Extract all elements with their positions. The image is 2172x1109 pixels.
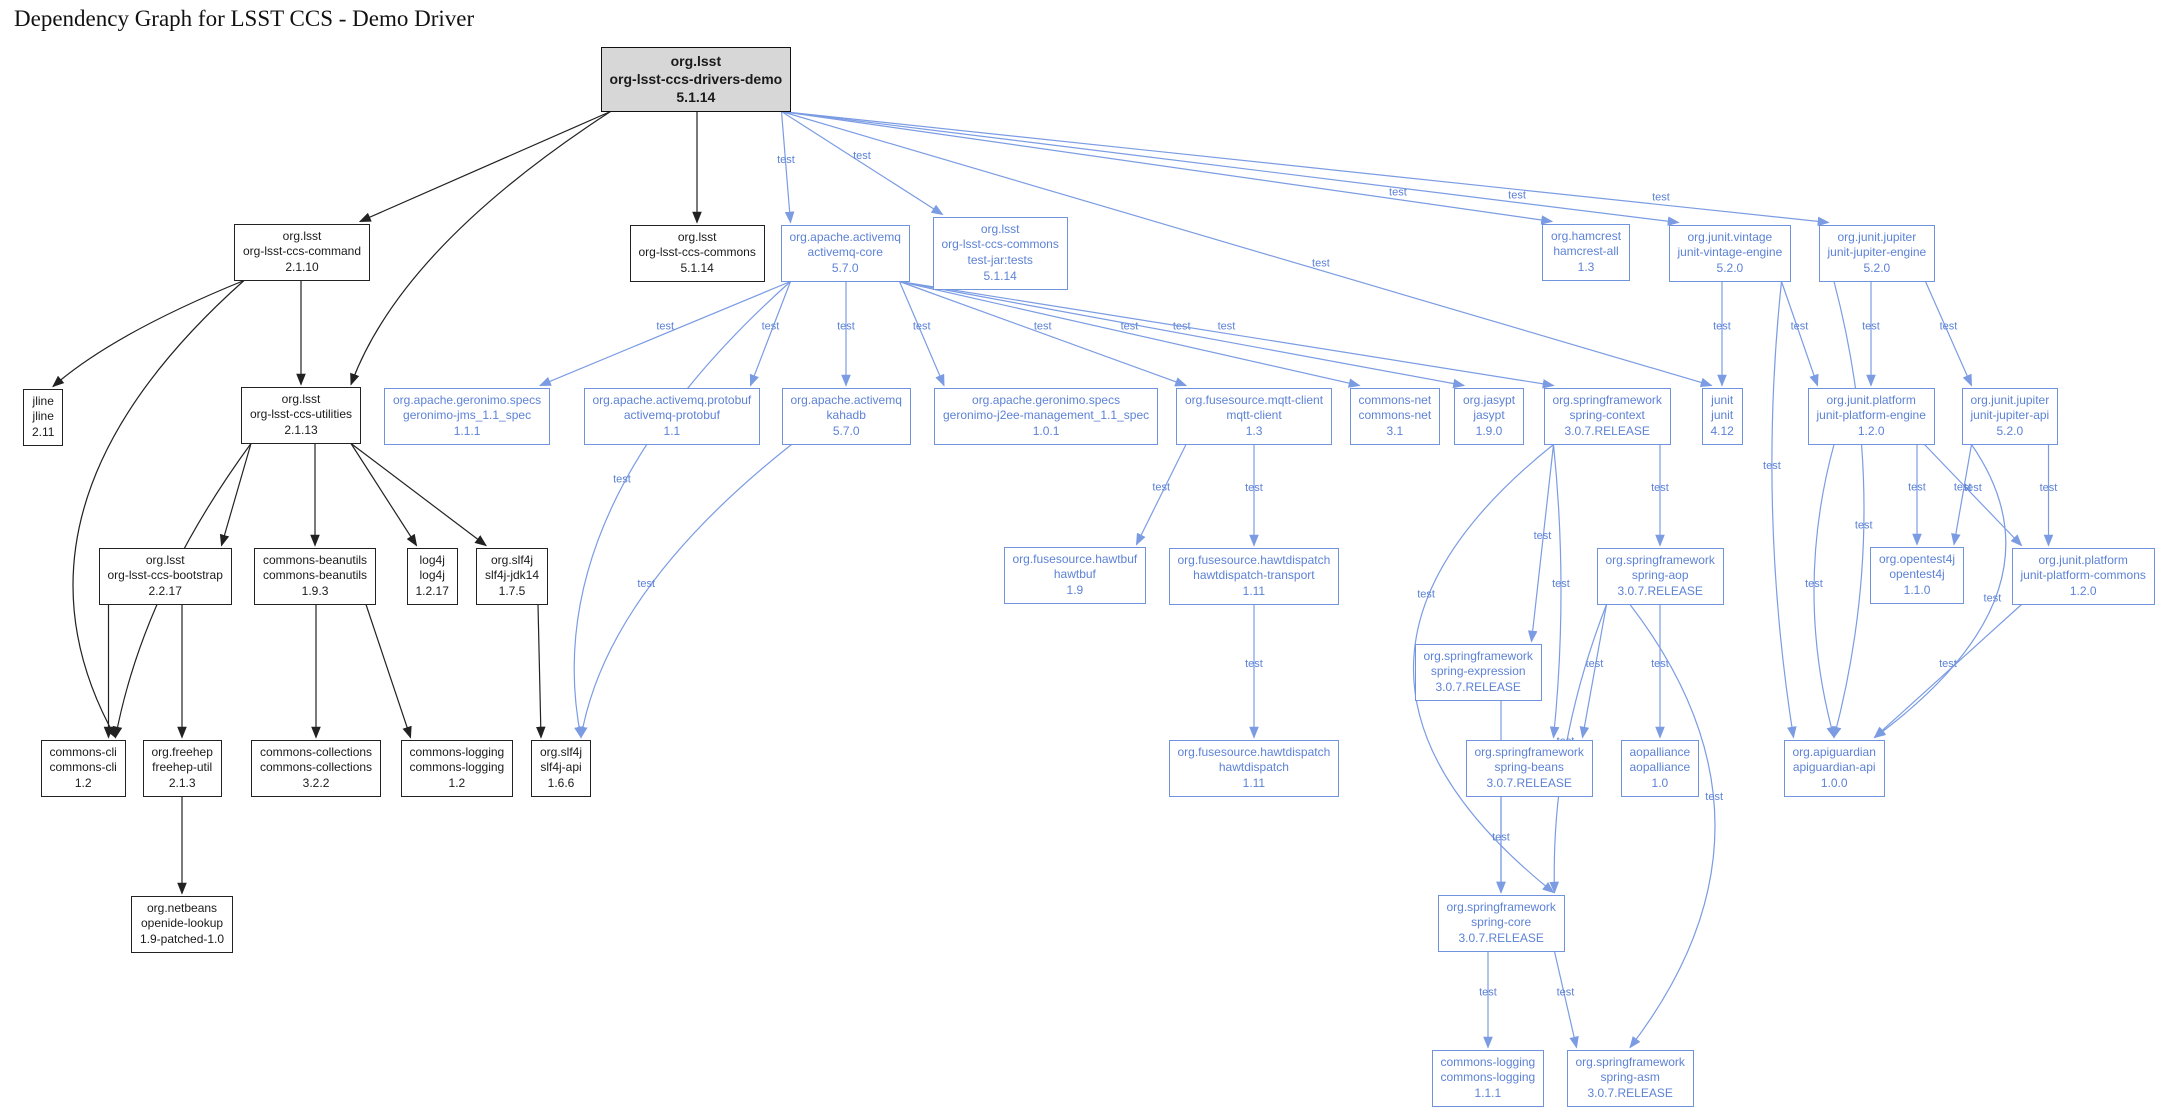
edge-activemq-core-slf4j-api — [573, 281, 791, 739]
edge-scope-label: test — [1964, 482, 1982, 494]
edge-command-jline — [52, 279, 245, 388]
edge-demo-junit — [781, 110, 1713, 388]
edge-utilities-bootstrap — [219, 443, 252, 547]
edge-scope-label: test — [777, 154, 795, 166]
edge-activemq-core-geronimo-j2ee — [898, 281, 945, 387]
edge-vintage-engine-platform-engine — [1780, 281, 1819, 387]
edge-scope-label: test — [913, 321, 931, 333]
edge-activemq-core-jasypt — [899, 280, 1466, 389]
edge-scope-label: test — [1954, 482, 1972, 494]
edge-scope-label: test — [1705, 791, 1723, 803]
edge-activemq-core-activemq-protobuf — [749, 281, 792, 387]
edge-demo-command — [358, 110, 611, 223]
edge-scope-label: test — [1218, 321, 1236, 333]
edge-scope-label: test — [1417, 588, 1435, 600]
edge-platform-engine-apiguardian — [1813, 444, 1836, 739]
edge-scope-label: test — [1862, 321, 1880, 333]
edge-platform-engine-platform-commons — [1924, 444, 2023, 547]
edge-scope-label: test — [1479, 987, 1497, 999]
edge-scope-label: test — [1389, 187, 1407, 199]
edge-scope-label: test — [1855, 519, 1873, 531]
edge-demo-utilities — [350, 110, 611, 386]
edge-scope-label: test — [656, 321, 674, 333]
edge-scope-label: test — [1805, 578, 1823, 590]
edge-activemq-core-mqtt-client — [899, 280, 1188, 387]
edge-scope-label: test — [2040, 482, 2058, 494]
edge-jupiter-engine-apiguardian — [1832, 281, 1865, 739]
edge-demo-activemq-core — [780, 111, 795, 224]
edge-scope-label: test — [1651, 482, 1669, 494]
edge-scope-label: test — [1312, 257, 1330, 269]
edge-mqtt-client-hawtbuf — [1135, 444, 1187, 546]
edge-activemq-core-commons-net — [899, 280, 1361, 388]
edge-spring-core-spring-asm — [1553, 951, 1579, 1049]
edge-jupiter-engine-jupiter-api — [1924, 281, 1973, 387]
graph-title: Dependency Graph for LSST CCS - Demo Dri… — [14, 6, 475, 31]
edge-jupiter-api-opentest4j — [1951, 444, 1973, 546]
edge-spring-context-spring-expression — [1527, 444, 1555, 643]
edge-scope-label: test — [1492, 784, 1510, 796]
edge-scope-label: test — [1652, 192, 1670, 204]
edge-scope-label: test — [1152, 482, 1170, 494]
edge-scope-label: test — [1586, 658, 1604, 670]
edge-scope-label: test — [1492, 832, 1510, 844]
edge-scope-label: test — [1508, 190, 1526, 202]
edge-vintage-engine-apiguardian — [1771, 281, 1797, 739]
edge-scope-label: test — [1245, 482, 1263, 494]
edge-demo-hamcrest — [781, 110, 1554, 225]
edge-platform-commons-apiguardian — [1873, 604, 2022, 739]
edge-scope-label: test — [1940, 321, 1958, 333]
edge-scope-label: test — [1984, 593, 2002, 605]
edge-jupiter-api-apiguardian — [1873, 444, 2007, 739]
edge-scope-label: test — [1552, 578, 1570, 590]
edge-scope-label: test — [1791, 321, 1809, 333]
edge-command-commons-cli — [72, 280, 245, 739]
edge-scope-label: test — [1557, 987, 1575, 999]
edge-utilities-log4j — [350, 443, 418, 547]
edge-activemq-core-spring-context — [899, 280, 1555, 389]
edge-scope-label: test — [1908, 482, 1926, 494]
edge-scope-label: test — [853, 150, 871, 162]
edge-scope-label: test — [1557, 736, 1575, 748]
edge-slf4j-jdk14-slf4j-api — [535, 604, 546, 739]
edge-scope-label: test — [1713, 321, 1731, 333]
edge-scope-label: test — [1939, 658, 1957, 670]
edge-beanutils-commons-logging-12 — [365, 604, 412, 739]
edge-scope-label: test — [1534, 530, 1552, 542]
edge-scope-label: test — [837, 321, 855, 333]
edge-utilities-slf4j-jdk14 — [350, 443, 487, 547]
edge-spring-context-spring-beans — [1549, 444, 1562, 739]
edge-scope-label: test — [1034, 321, 1052, 333]
edge-demo-vintage-engine — [781, 110, 1680, 226]
edge-spring-context-spring-core — [1412, 444, 1555, 894]
edge-scope-label: test — [1763, 460, 1781, 472]
edge-scope-label: test — [1245, 658, 1263, 670]
edge-activemq-core-geronimo-jms — [538, 280, 791, 387]
edge-spring-aop-spring-asm — [1629, 604, 1716, 1049]
edge-utilities-commons-cli — [112, 443, 252, 739]
edge-scope-label: test — [762, 321, 780, 333]
edge-scope-label: test — [613, 474, 631, 486]
edge-demo-jupiter-engine — [781, 110, 1830, 227]
edge-kahadb-slf4j-api — [578, 444, 792, 739]
edge-demo-commons-tests — [781, 110, 944, 216]
edge-scope-label: test — [1651, 658, 1669, 670]
edge-scope-label: test — [637, 578, 655, 590]
edge-spring-aop-spring-beans — [1579, 604, 1608, 739]
